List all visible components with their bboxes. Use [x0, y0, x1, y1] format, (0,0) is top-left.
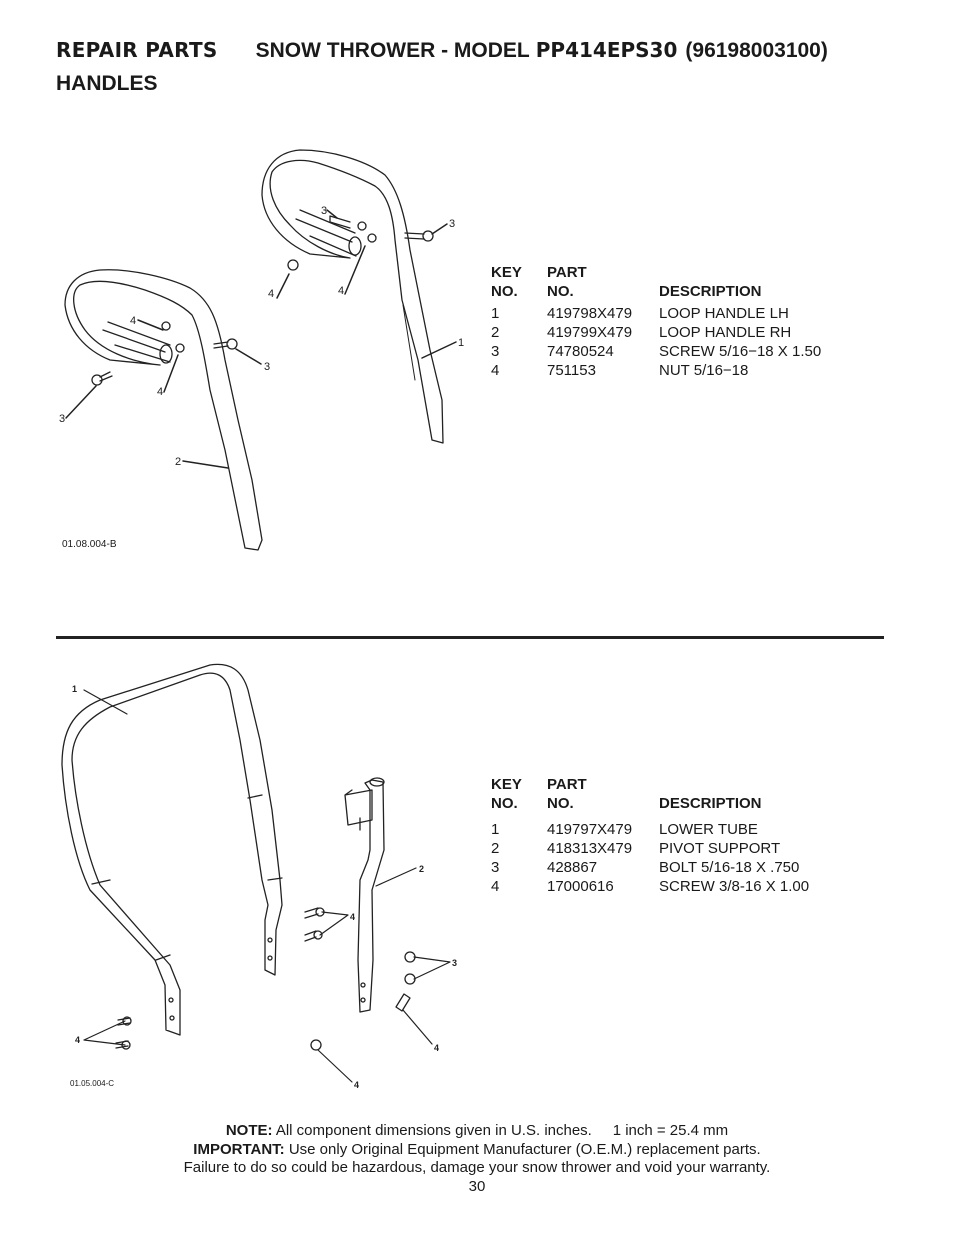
part-no: 418313X479	[547, 840, 633, 857]
key-no: 3	[491, 343, 500, 360]
note-label: NOTE:	[225, 1122, 273, 1139]
description: NUT 5/16−18	[659, 362, 749, 379]
section-title: REPAIR PARTS	[56, 38, 218, 62]
part-no: 751153	[547, 362, 596, 379]
callout-4: 4	[338, 285, 344, 297]
callout-1: 1	[72, 684, 77, 694]
part-no: 17000616	[547, 878, 614, 895]
footer-warning: Failure to do so could be hazardous, dam…	[183, 1159, 771, 1176]
header-part: PART	[547, 264, 587, 281]
header-part-no: NO.	[547, 283, 574, 300]
header-part-no: NO.	[547, 795, 574, 812]
callout-4: 4	[350, 912, 355, 922]
loop-handle-lh-part	[261, 149, 444, 444]
product-title: SNOW THROWER - MODEL	[255, 39, 530, 62]
loop-handle-rh-part	[64, 269, 263, 551]
callout-2: 2	[419, 864, 424, 874]
description: LOOP HANDLE RH	[659, 324, 792, 341]
key-no: 2	[491, 840, 500, 857]
key-no: 3	[491, 859, 500, 876]
description: PIVOT SUPPORT	[659, 840, 781, 857]
lower-tube-part	[61, 663, 283, 1036]
callout-3: 3	[59, 413, 65, 425]
header-key: KEY	[491, 776, 522, 793]
header-key-no: NO.	[491, 795, 518, 812]
callout-4: 4	[354, 1080, 359, 1090]
important-text: Use only Original Equipment Manufacturer…	[288, 1141, 761, 1158]
key-no: 2	[491, 324, 500, 341]
important-label: IMPORTANT:	[193, 1141, 285, 1158]
callout-4: 4	[157, 386, 163, 398]
description: SCREW 5/16−18 X 1.50	[659, 343, 822, 360]
key-no: 4	[491, 878, 500, 895]
footer-note: NOTE: All component dimensions given in …	[0, 1122, 954, 1139]
part-no: 419798X479	[547, 305, 633, 322]
callout-4: 4	[130, 315, 136, 327]
header-description: DESCRIPTION	[659, 795, 762, 812]
key-no: 1	[491, 821, 500, 838]
page-number: 30	[468, 1178, 486, 1195]
part-no: 428867	[547, 859, 598, 876]
callout-4: 4	[268, 288, 274, 300]
callout-2: 2	[175, 456, 181, 468]
part-no: 74780524	[547, 343, 614, 360]
header-key: KEY	[491, 264, 522, 281]
key-no: 4	[491, 362, 500, 379]
callout-4: 4	[75, 1035, 80, 1045]
diagram1-code: 01.08.004-B	[62, 539, 117, 550]
conversion-text: 1 inch = 25.4 mm	[612, 1122, 729, 1139]
callout-3: 3	[321, 205, 327, 217]
callout-1: 1	[458, 337, 464, 349]
pivot-support-part	[357, 779, 385, 1013]
header-key-no: NO.	[491, 283, 518, 300]
section-divider	[56, 636, 884, 639]
part-no: 419797X479	[547, 821, 633, 838]
description: LOOP HANDLE LH	[659, 305, 789, 322]
note-text: All component dimensions given in U.S. i…	[275, 1122, 592, 1139]
description: SCREW 3/8-16 X 1.00	[659, 878, 810, 895]
part-no: 419799X479	[547, 324, 633, 341]
footer-important: IMPORTANT: Use only Original Equipment M…	[0, 1141, 954, 1158]
callout-4: 4	[434, 1043, 439, 1053]
callout-3: 3	[264, 361, 270, 373]
callout-3: 3	[452, 958, 457, 968]
diagram1-callouts: 3 3 4 4 1 4 4 3 3 2	[59, 205, 464, 468]
model-number: PP414EPS30	[535, 38, 678, 62]
description: BOLT 5/16-18 X .750	[659, 859, 800, 876]
callout-3: 3	[449, 218, 455, 230]
description: LOWER TUBE	[659, 821, 758, 838]
key-no: 1	[491, 305, 500, 322]
page-subtitle: HANDLES	[56, 72, 158, 95]
catalog-number: (96198003100)	[685, 39, 828, 62]
header-description: DESCRIPTION	[659, 283, 762, 300]
diagram2-callouts: 1 2 4 3 4 4 4	[72, 684, 457, 1090]
fasteners	[115, 907, 416, 1051]
header-part: PART	[547, 776, 587, 793]
diagram2-code: 01.05.004-C	[70, 1079, 115, 1088]
